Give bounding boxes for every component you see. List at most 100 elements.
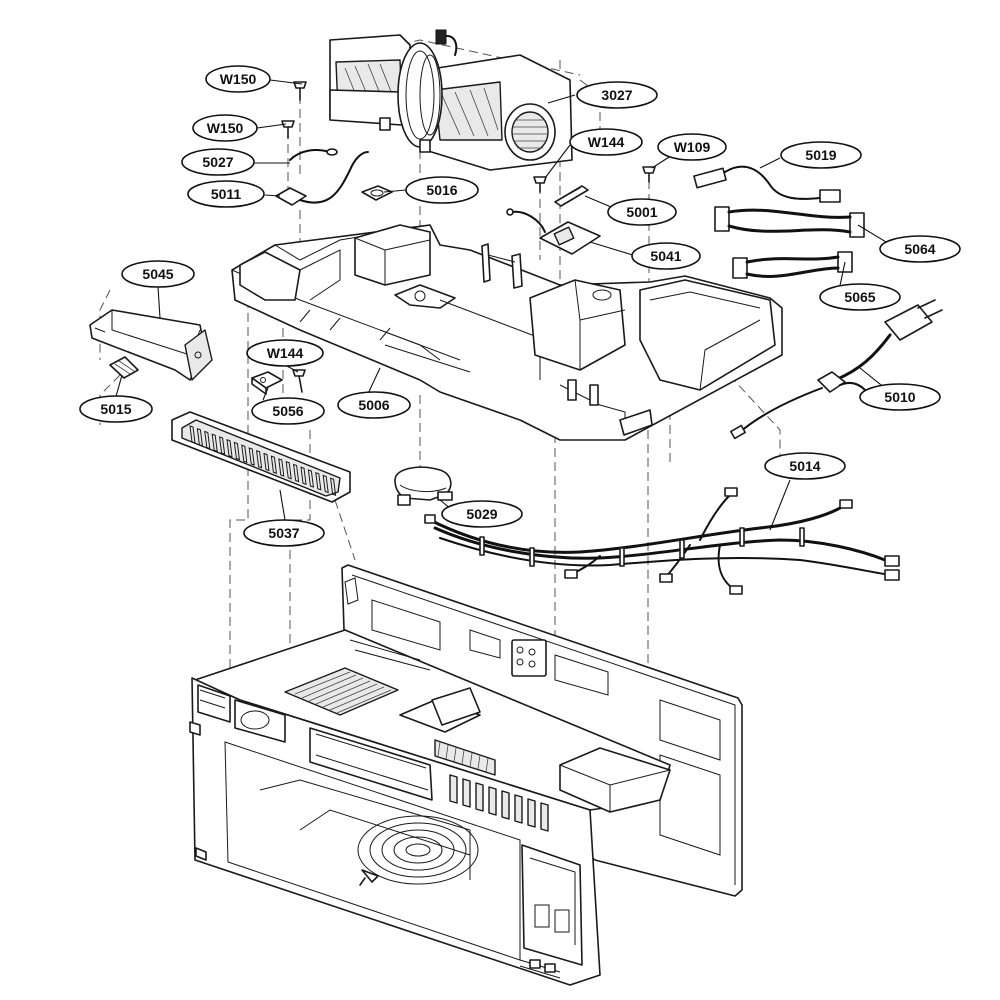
callout-5027: 5027: [181, 148, 255, 176]
grille-slat: [256, 450, 263, 469]
callout-5045-text: 5045: [142, 266, 173, 282]
callout-5029: 5029: [441, 500, 523, 528]
callout-5014: 5014: [764, 452, 846, 480]
grille-slat: [293, 463, 300, 483]
callout-w109-text: W109: [674, 139, 711, 155]
harness-tie: [799, 527, 805, 547]
callout-w144-top-text: W144: [588, 134, 625, 150]
harness-tie: [529, 547, 535, 567]
callout-5011-text: 5011: [211, 186, 242, 202]
bracket-5001: [554, 185, 589, 207]
callout-w144-low: W144: [246, 339, 324, 367]
screw-w144-top: [533, 176, 547, 193]
grille-slat: [330, 477, 337, 496]
grille-slat: [315, 472, 322, 491]
screw-w144-low: [292, 369, 306, 393]
front-slot: [462, 778, 471, 808]
callout-5065: 5065: [819, 283, 901, 311]
callout-5001-text: 5001: [626, 204, 657, 220]
callout-3027: 3027: [576, 81, 658, 109]
blower-motor-assembly-3027: [329, 29, 573, 171]
callout-5006-text: 5006: [358, 397, 389, 413]
callout-5037-text: 5037: [268, 525, 299, 541]
harness-5064: [714, 206, 865, 238]
callout-5001: 5001: [607, 198, 677, 226]
callout-3027-text: 3027: [601, 87, 632, 103]
front-slot: [449, 774, 458, 804]
callout-5027-text: 5027: [202, 154, 233, 170]
callout-5015: 5015: [79, 395, 153, 423]
oven-cavity-assembly: [189, 564, 743, 986]
callout-5010-text: 5010: [884, 389, 915, 405]
callout-5041: 5041: [631, 242, 701, 270]
grille-slat: [233, 441, 240, 461]
callout-5029-text: 5029: [466, 506, 497, 522]
vent-grille-5037: [171, 411, 351, 503]
callout-5019: 5019: [780, 141, 862, 169]
sensor-board-5041: [506, 208, 601, 255]
harness-tie: [619, 547, 625, 567]
callout-w150-mid: W150: [192, 114, 258, 142]
callout-5056: 5056: [251, 397, 325, 425]
callout-w109: W109: [657, 133, 727, 161]
callout-w150-mid-text: W150: [207, 120, 244, 136]
grille-slat: [322, 474, 329, 494]
callout-5019-text: 5019: [805, 147, 836, 163]
callout-5014-text: 5014: [789, 458, 820, 474]
callout-5064: 5064: [879, 235, 961, 263]
callout-w150-top: W150: [205, 65, 271, 93]
grille-slat: [241, 444, 248, 463]
grille-slat: [196, 428, 203, 447]
callout-w150-top-text: W150: [220, 71, 257, 87]
harness-5065: [732, 251, 853, 279]
callout-5016: 5016: [405, 176, 479, 204]
power-cord-5010: [730, 299, 943, 440]
callout-5016-text: 5016: [426, 182, 457, 198]
grille-slat: [263, 452, 270, 472]
grille-slat: [278, 458, 285, 477]
grille-slat: [189, 425, 196, 444]
grille-slat: [219, 436, 226, 455]
front-slot: [527, 798, 536, 828]
grille-slat: [270, 455, 277, 474]
switch-5056: [251, 371, 283, 395]
callout-5065-text: 5065: [844, 289, 875, 305]
front-slot: [488, 786, 497, 816]
front-slot: [540, 802, 549, 832]
main-harness-5014: [424, 487, 900, 595]
base-plate-5006: [231, 224, 783, 441]
thermal-fuse-5011: [275, 151, 369, 206]
callouts: W150 W150 3027 5027 5011 5016 W144 W109: [79, 65, 961, 547]
grille-slat: [285, 461, 292, 480]
callout-5056-text: 5056: [272, 403, 303, 419]
harness-tie: [679, 539, 685, 559]
harness-tie: [739, 527, 745, 547]
screw-w109: [642, 166, 656, 183]
grille-slat: [248, 447, 255, 466]
callout-5064-text: 5064: [904, 241, 935, 257]
grille-slat: [204, 430, 211, 450]
callout-5037: 5037: [243, 519, 325, 547]
callout-5015-text: 5015: [100, 401, 131, 417]
fan-motor-5029: [394, 466, 453, 506]
callout-5045: 5045: [121, 260, 195, 288]
grille-slat: [211, 433, 218, 452]
thermistor-5027: [289, 148, 338, 161]
screw-w150-top: [293, 81, 307, 101]
callout-w144-top: W144: [569, 128, 643, 156]
front-slot: [475, 782, 484, 812]
grille-bracket-5045: [89, 309, 213, 381]
thermostat-5016: [361, 185, 393, 201]
latch-5015: [109, 356, 139, 379]
grille-slat: [307, 469, 314, 488]
harness-tie: [479, 536, 485, 556]
grille-slat: [226, 439, 233, 458]
callout-5041-text: 5041: [650, 248, 681, 264]
callout-5010: 5010: [859, 383, 941, 411]
grille-slat: [300, 466, 307, 485]
front-slot: [514, 794, 523, 824]
front-slot: [501, 790, 510, 820]
harness-5019: [693, 165, 841, 203]
callout-w144-low-text: W144: [267, 345, 304, 361]
